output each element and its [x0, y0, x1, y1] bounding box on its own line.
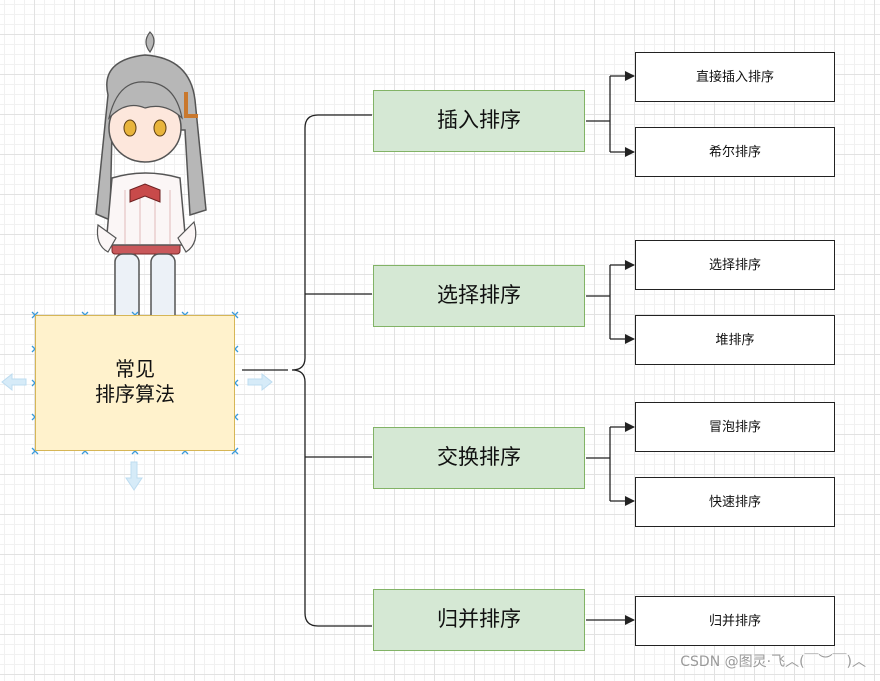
- leaf-node-straight-insertion[interactable]: 直接插入排序: [635, 52, 835, 102]
- watermark-text: CSDN @图灵·飞︿(￣︶￣)︿: [680, 654, 866, 670]
- root-label-line2: 排序算法: [95, 384, 175, 406]
- branch-insertion: [586, 71, 635, 157]
- category-node-insertion[interactable]: 插入排序: [373, 90, 585, 152]
- leaf-node-heap-sort[interactable]: 堆排序: [635, 315, 835, 365]
- leaf-node-selection-sort[interactable]: 选择排序: [635, 240, 835, 290]
- drag-hint-arrows[interactable]: [1, 372, 273, 491]
- category-node-merge[interactable]: 归并排序: [373, 589, 585, 651]
- branch-selection: [586, 260, 635, 344]
- leaf-node-merge-sort[interactable]: 归并排序: [635, 596, 835, 646]
- arrow-right-hint: [247, 372, 273, 392]
- category-brace: [291, 114, 372, 627]
- arrow-left-hint: [1, 372, 27, 392]
- leaf-node-quick-sort[interactable]: 快速排序: [635, 477, 835, 527]
- arrow-down-hint: [125, 461, 143, 491]
- leaf-node-shell-sort[interactable]: 希尔排序: [635, 127, 835, 177]
- branch-exchange: [586, 422, 635, 506]
- category-node-selection[interactable]: 选择排序: [373, 265, 585, 327]
- root-node[interactable]: 常见 排序算法: [35, 315, 235, 451]
- leaf-node-bubble-sort[interactable]: 冒泡排序: [635, 402, 835, 452]
- connector-lines: [242, 71, 635, 627]
- mascot-illustration: [95, 31, 207, 339]
- root-label-line1: 常见: [115, 359, 155, 381]
- category-node-exchange[interactable]: 交换排序: [373, 427, 585, 489]
